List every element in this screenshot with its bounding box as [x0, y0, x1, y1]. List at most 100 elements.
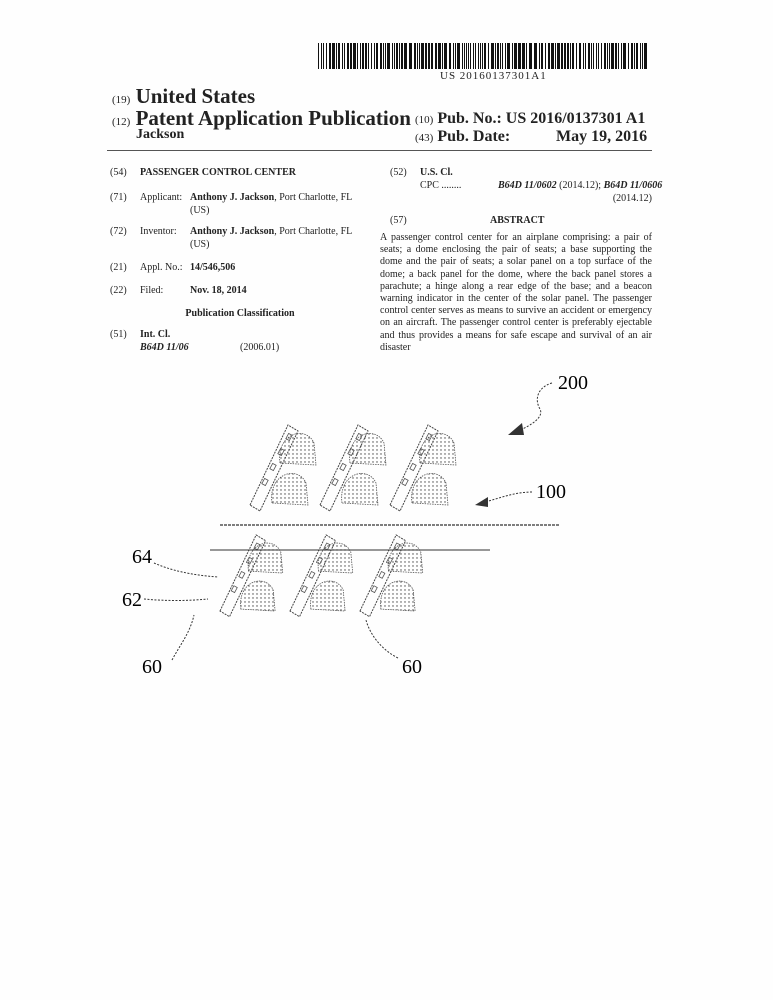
barcode-bar: [396, 43, 398, 69]
seat-panel: [319, 424, 369, 512]
pub-number-code: (10): [415, 114, 434, 126]
barcode-bar: [385, 43, 386, 69]
arrowhead-200: [508, 423, 524, 435]
barcode-bar: [631, 43, 633, 69]
barcode-bar: [482, 43, 483, 69]
seat-units: [219, 424, 457, 618]
inventor-country: (US): [190, 239, 210, 250]
filed-date: Nov. 18, 2014: [190, 285, 247, 296]
seat-dome: [279, 433, 317, 466]
barcode-bar: [473, 43, 474, 69]
barcode-bar: [488, 43, 489, 69]
inventor-code: (72): [110, 226, 127, 237]
appl-code: (21): [110, 262, 127, 273]
barcode-bar: [392, 43, 393, 69]
barcode-bar: [623, 43, 626, 69]
leader-100: [484, 491, 533, 503]
barcode-bar: [350, 43, 352, 69]
patent-drawing: 200 100 64 62 60 60: [122, 372, 588, 678]
panel-slot: [331, 477, 339, 487]
barcode-bar: [588, 43, 590, 69]
inventor-label: Inventor:: [140, 226, 177, 237]
panel-slot: [409, 462, 417, 472]
barcode-bar: [484, 43, 486, 69]
inventor-name: Anthony J. Jackson: [190, 226, 275, 237]
int-cl-label: Int. Cl.: [140, 329, 171, 340]
barcode-bar: [380, 43, 382, 69]
barcode-bar: [534, 43, 537, 69]
barcode-bar: [551, 43, 554, 69]
int-cl-year: (2006.01): [240, 342, 280, 353]
barcode-bar: [604, 43, 606, 69]
barcode-bar: [598, 43, 599, 69]
pub-date-label: Pub. Date:: [437, 128, 511, 145]
abstract-code: (57): [390, 215, 407, 226]
barcode-bar: [421, 43, 424, 69]
barcode-bar: [500, 43, 501, 69]
barcode-bar: [455, 43, 456, 69]
barcode-bar: [526, 43, 527, 69]
barcode-bar: [611, 43, 614, 69]
applicant-field: (71) Applicant: Anthony J. Jackson, Port…: [110, 191, 370, 221]
barcode-bar: [512, 43, 513, 69]
barcode-bar: [593, 43, 594, 69]
country-code: (19): [112, 94, 131, 106]
barcode-bar: [376, 43, 378, 69]
barcode-bar: [438, 43, 441, 69]
panel-slot: [269, 462, 277, 472]
header-divider: [107, 150, 652, 151]
barcode-bar: [344, 43, 345, 69]
barcode-bar: [491, 43, 494, 69]
barcode-bar: [323, 43, 324, 69]
appl-number: 14/546,506: [190, 262, 236, 273]
barcode-bar: [579, 43, 581, 69]
panel-slot: [308, 570, 316, 579]
filed-code: (22): [110, 285, 127, 296]
barcode-bar: [449, 43, 451, 69]
cpc-label: CPC ........: [420, 180, 462, 191]
barcode-bar: [518, 43, 521, 69]
barcode-bar: [419, 43, 420, 69]
barcode-bar: [545, 43, 546, 69]
barcode-bar: [332, 43, 335, 69]
int-cl-class: B64D 11/06: [140, 342, 189, 353]
barcode: [318, 43, 647, 69]
seat-dome: [310, 580, 346, 612]
barcode-bar: [522, 43, 525, 69]
barcode-bar: [634, 43, 635, 69]
seat-panel: [359, 534, 407, 618]
seat-dome: [349, 433, 387, 466]
applicant-country: (US): [190, 205, 210, 216]
barcode-bar: [576, 43, 577, 69]
seat-panel: [219, 534, 267, 618]
panel-slot: [238, 570, 246, 579]
cpc-class-2: B64D 11/0606: [603, 180, 663, 191]
panel-slot: [300, 585, 308, 594]
ref-62: 62: [122, 589, 142, 611]
barcode-bar: [601, 43, 602, 69]
publication-type-line: (12) Patent Application Publication: [112, 106, 411, 131]
barcode-bar: [615, 43, 617, 69]
abstract-heading: ABSTRACT: [490, 215, 545, 226]
barcode-bar: [409, 43, 412, 69]
applicant-code: (71): [110, 192, 127, 203]
seat-dome: [380, 580, 416, 612]
barcode-bar: [442, 43, 443, 69]
pub-number-value: US 2016/0137301 A1: [505, 110, 646, 127]
leader-60-right: [365, 619, 399, 659]
leader-200: [517, 382, 553, 432]
pub-date-code: (43): [415, 132, 434, 144]
barcode-bar: [585, 43, 586, 69]
int-cl-field: (51) Int. Cl. B64D 11/06 (2006.01): [110, 328, 370, 356]
barcode-bar: [642, 43, 643, 69]
cpc-year-2: (2014.12): [612, 193, 652, 204]
barcode-bar: [505, 43, 506, 69]
panel-slot: [401, 477, 409, 487]
title-code: (54): [110, 167, 127, 178]
barcode-bar: [338, 43, 340, 69]
seat-dome: [247, 542, 284, 574]
barcode-bar: [478, 43, 479, 69]
cpc-class-1: B64D 11/0602: [498, 180, 557, 191]
barcode-bar: [360, 43, 361, 69]
barcode-bar: [609, 43, 610, 69]
